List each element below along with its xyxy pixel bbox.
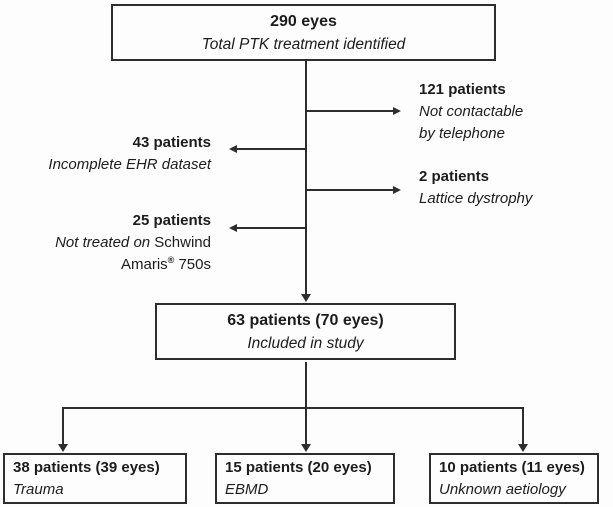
device-model: 750s xyxy=(174,256,211,273)
exclusion-count-2: 2 patients xyxy=(419,168,490,185)
connector-main-vertical xyxy=(305,61,307,295)
exclusion-note-not-contactable: 121 patients Not contactable by telephon… xyxy=(419,79,523,145)
total-identified-box: 290 eyes Total PTK treatment identified xyxy=(111,4,496,61)
outcome-label-ebmd: EBMD xyxy=(225,480,269,498)
exclusion-note-not-schwind: 25 patients Not treated on Schwind Amari… xyxy=(0,210,211,276)
exclusion-reason-line1: Not contactable xyxy=(419,103,524,120)
exclusion-reason-ehr: Incomplete EHR dataset xyxy=(48,156,211,173)
device-name: Amaris xyxy=(120,256,168,273)
outcome-count-unknown: 10 patients (11 eyes) xyxy=(439,458,585,476)
connector-drop-right xyxy=(522,407,524,445)
outcome-count-trauma: 38 patients (39 eyes) xyxy=(13,458,160,476)
arrowhead-down-unknown xyxy=(518,444,528,452)
registered-trademark-icon: ® xyxy=(167,255,175,265)
exclusion-note-incomplete-ehr: 43 patients Incomplete EHR dataset xyxy=(0,132,211,176)
arrowhead-left-1 xyxy=(229,144,237,153)
exclusion-count-43: 43 patients xyxy=(132,134,211,151)
outcome-label-trauma: Trauma xyxy=(13,480,64,498)
total-identified-label: Total PTK treatment identified xyxy=(201,35,406,53)
included-in-study-box: 63 patients (70 eyes) Included in study xyxy=(155,303,456,360)
connector-included-to-branch xyxy=(305,362,307,445)
exclusion-note-lattice: 2 patients Lattice dystrophy xyxy=(419,166,532,210)
reason-regular-part: Schwind xyxy=(154,234,211,251)
outcome-box-trauma: 38 patients (39 eyes) Trauma xyxy=(3,453,187,504)
connector-right-2 xyxy=(306,189,394,191)
arrowhead-right-1 xyxy=(393,106,401,115)
connector-drop-left xyxy=(62,407,64,445)
exclusion-reason-schwind-line1: Not treated on Schwind xyxy=(0,232,211,254)
total-identified-count: 290 eyes xyxy=(270,12,337,30)
exclusion-reason-schwind-line2: Amaris® 750s xyxy=(0,254,211,276)
included-count: 63 patients (70 eyes) xyxy=(227,311,384,329)
outcome-box-unknown-aetiology: 10 patients (11 eyes) Unknown aetiology xyxy=(429,453,599,504)
connector-branch-horizontal xyxy=(62,407,524,409)
included-label: Included in study xyxy=(247,334,364,352)
arrowhead-right-2 xyxy=(393,185,401,194)
arrowhead-down-ebmd xyxy=(301,444,311,452)
exclusion-reason-lattice: Lattice dystrophy xyxy=(419,190,533,207)
reason-italic-part: Not treated on xyxy=(55,234,155,251)
outcome-box-ebmd: 15 patients (20 eyes) EBMD xyxy=(215,453,395,504)
exclusion-reason-line2: by telephone xyxy=(419,125,505,142)
connector-left-2 xyxy=(236,227,306,229)
connector-left-1 xyxy=(236,148,306,150)
outcome-count-ebmd: 15 patients (20 eyes) xyxy=(225,458,372,476)
exclusion-count-121: 121 patients xyxy=(419,81,506,98)
arrowhead-down-trauma xyxy=(58,444,68,452)
arrowhead-down-included xyxy=(301,294,311,302)
arrowhead-left-2 xyxy=(229,223,237,232)
outcome-label-unknown: Unknown aetiology xyxy=(439,480,566,498)
connector-right-1 xyxy=(306,110,394,112)
exclusion-count-25: 25 patients xyxy=(132,212,211,229)
